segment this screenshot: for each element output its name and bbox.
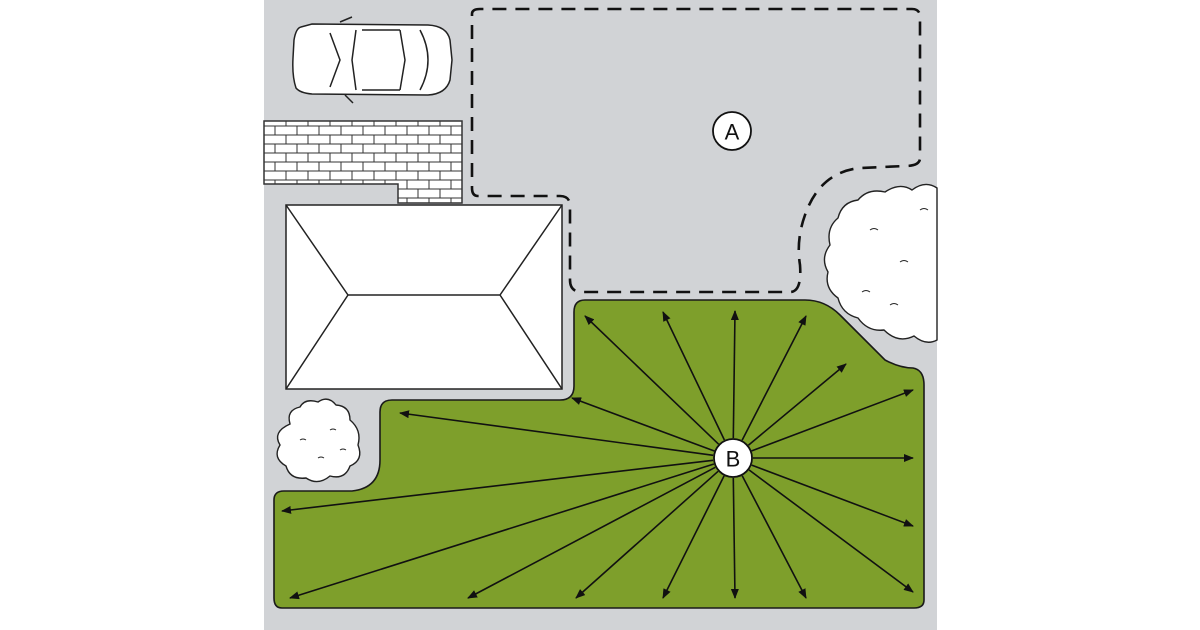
coverage-arrow — [584, 315, 720, 445]
coverage-arrow — [467, 466, 716, 599]
car-icon — [292, 16, 453, 104]
marker-b: B — [713, 438, 753, 478]
coverage-arrow — [748, 469, 914, 593]
tree-icon — [823, 183, 938, 343]
marker-b-circle — [713, 438, 753, 478]
coverage-arrow — [751, 464, 914, 527]
marker-a-circle — [712, 111, 752, 151]
marker-b-label: B — [726, 447, 741, 472]
coverage-arrow — [399, 410, 714, 457]
coverage-arrow — [741, 475, 807, 599]
bush-icon — [276, 398, 361, 483]
coverage-arrow — [730, 477, 739, 599]
coverage-arrow — [747, 363, 847, 446]
coverage-arrow — [741, 315, 807, 441]
coverage-arrow — [662, 475, 725, 599]
marker-a-label: A — [725, 120, 740, 145]
coverage-arrow — [571, 397, 715, 452]
coverage-arrow — [751, 389, 914, 452]
marker-a: A — [712, 111, 752, 151]
coverage-arrow — [730, 310, 739, 439]
coverage-arrow — [281, 459, 714, 514]
coverage-arrow — [662, 311, 726, 441]
coverage-arrow — [575, 470, 719, 599]
lawn-area — [273, 299, 925, 609]
house-roof-icon — [285, 204, 563, 390]
coverage-arrow — [289, 463, 715, 600]
sprinkler-coverage-arrows — [281, 310, 914, 600]
area-a-boundary — [470, 7, 922, 294]
brick-path-icon — [263, 120, 463, 204]
